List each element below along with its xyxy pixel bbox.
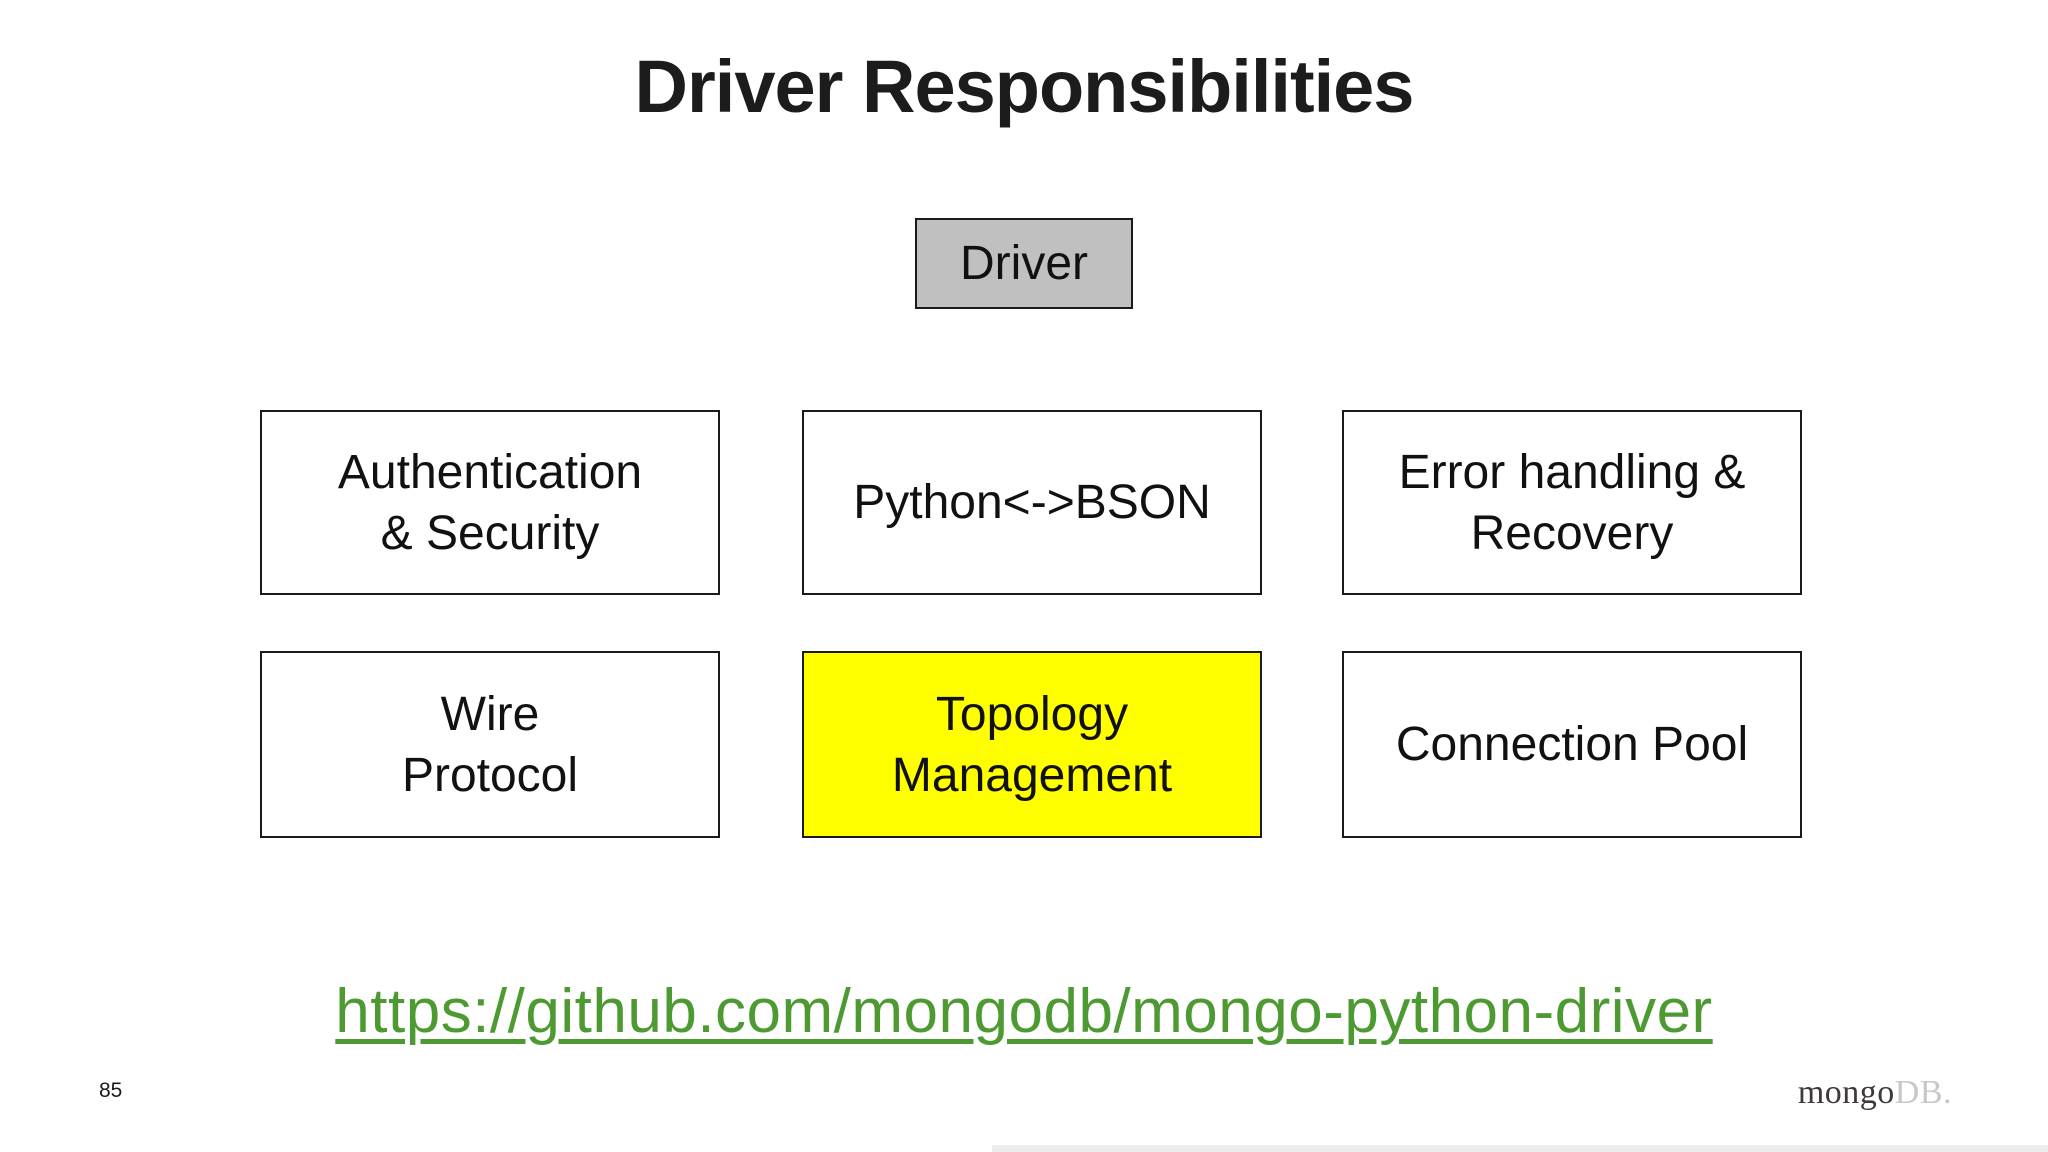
box-error-handling-recovery-label-line2: Recovery: [1470, 506, 1674, 560]
repo-link-row: https://github.com/mongodb/mongo-python-…: [0, 976, 2048, 1047]
slide-page-number: 85: [99, 1079, 123, 1102]
box-topology-management-label-line1: Topology: [935, 687, 1129, 741]
box-wire-protocol-label-line1: Wire: [440, 687, 540, 741]
mongodb-logo-db: DB: [1894, 1074, 1943, 1111]
bottom-edge-strip: [992, 1145, 2048, 1152]
mongodb-logo-word: mongo: [1797, 1074, 1895, 1111]
page-title: Driver Responsibilities: [634, 45, 1415, 128]
github-repo-link[interactable]: https://github.com/mongodb/mongo-python-…: [335, 977, 1713, 1046]
box-driver-label: Driver: [960, 236, 1088, 290]
box-python-bson: Python<->BSON: [802, 410, 1262, 595]
box-python-bson-label: Python<->BSON: [853, 476, 1211, 529]
box-topology-management-label-line2: Management: [891, 748, 1173, 802]
box-connection-pool: Connection Pool: [1342, 651, 1802, 838]
box-authentication-security-label-line2: & Security: [380, 506, 600, 560]
box-connection-pool-label: Connection Pool: [1395, 718, 1749, 771]
box-authentication-security: Authentication & Security: [260, 410, 720, 595]
box-wire-protocol-label-line2: Protocol: [401, 748, 579, 802]
box-wire-protocol: Wire Protocol: [260, 651, 720, 838]
box-error-handling-recovery-label-line1: Error handling &: [1398, 445, 1746, 499]
mongodb-logo: mongoDB.: [1798, 1074, 1952, 1112]
box-error-handling-recovery: Error handling & Recovery: [1342, 410, 1802, 595]
box-driver: Driver: [915, 218, 1133, 309]
mongodb-logo-period: .: [1943, 1074, 1952, 1111]
box-authentication-security-label-line1: Authentication: [337, 445, 643, 499]
box-topology-management: Topology Management: [802, 651, 1262, 838]
